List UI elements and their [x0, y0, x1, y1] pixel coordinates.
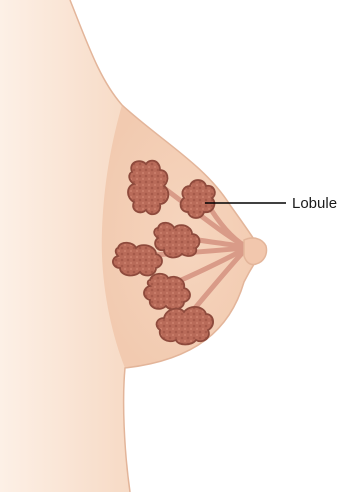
- nipple: [244, 238, 267, 265]
- lobule-label: Lobule: [292, 195, 337, 212]
